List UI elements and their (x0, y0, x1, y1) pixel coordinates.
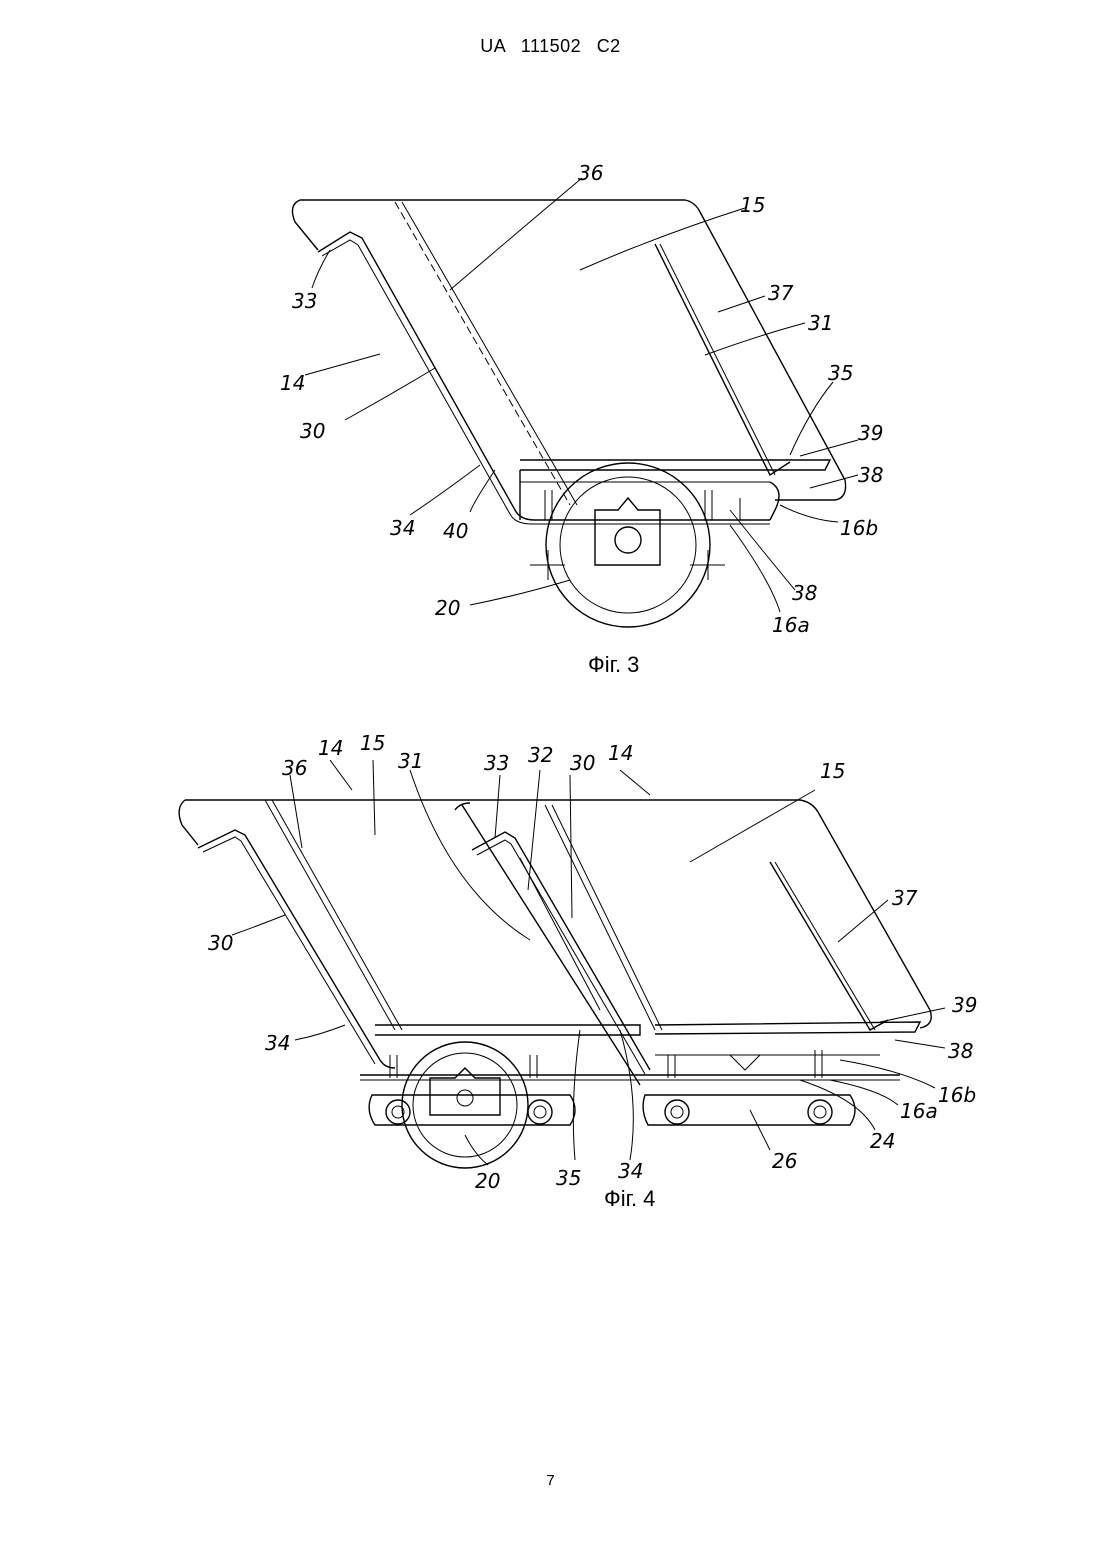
fig4-label-38: 38 (948, 1039, 973, 1063)
fig4-label-24: 24 (870, 1129, 895, 1153)
fig4-label-14a: 14 (318, 736, 343, 760)
figure-4-caption: Фіг. 4 (604, 1186, 655, 1212)
fig4-label-16a: 16a (900, 1099, 938, 1123)
fig4-label-33: 33 (484, 751, 509, 775)
fig4-label-37: 37 (892, 886, 918, 910)
fig4-label-14b: 14 (608, 741, 633, 765)
fig4-label-15b: 15 (820, 759, 845, 783)
fig4-label-35: 35 (556, 1166, 581, 1190)
fig4-label-31: 31 (398, 749, 423, 773)
fig4-label-30b: 30 (208, 931, 233, 955)
fig4-label-34a: 34 (265, 1031, 290, 1055)
page-number: 7 (0, 1472, 1101, 1489)
fig4-label-39: 39 (952, 993, 977, 1017)
fig4-label-32: 32 (528, 743, 553, 767)
fig4-label-15a: 15 (360, 731, 385, 755)
fig4-label-34b: 34 (618, 1159, 643, 1183)
fig4-label-26: 26 (772, 1149, 797, 1173)
fig4-label-36: 36 (282, 756, 307, 780)
fig4-label-16b: 16b (938, 1083, 976, 1107)
fig4-label-30a: 30 (570, 751, 595, 775)
figure-4-drawing: 14 15 36 31 33 32 30 14 15 37 30 39 38 3… (0, 0, 1101, 1230)
fig4-label-20: 20 (475, 1169, 500, 1193)
